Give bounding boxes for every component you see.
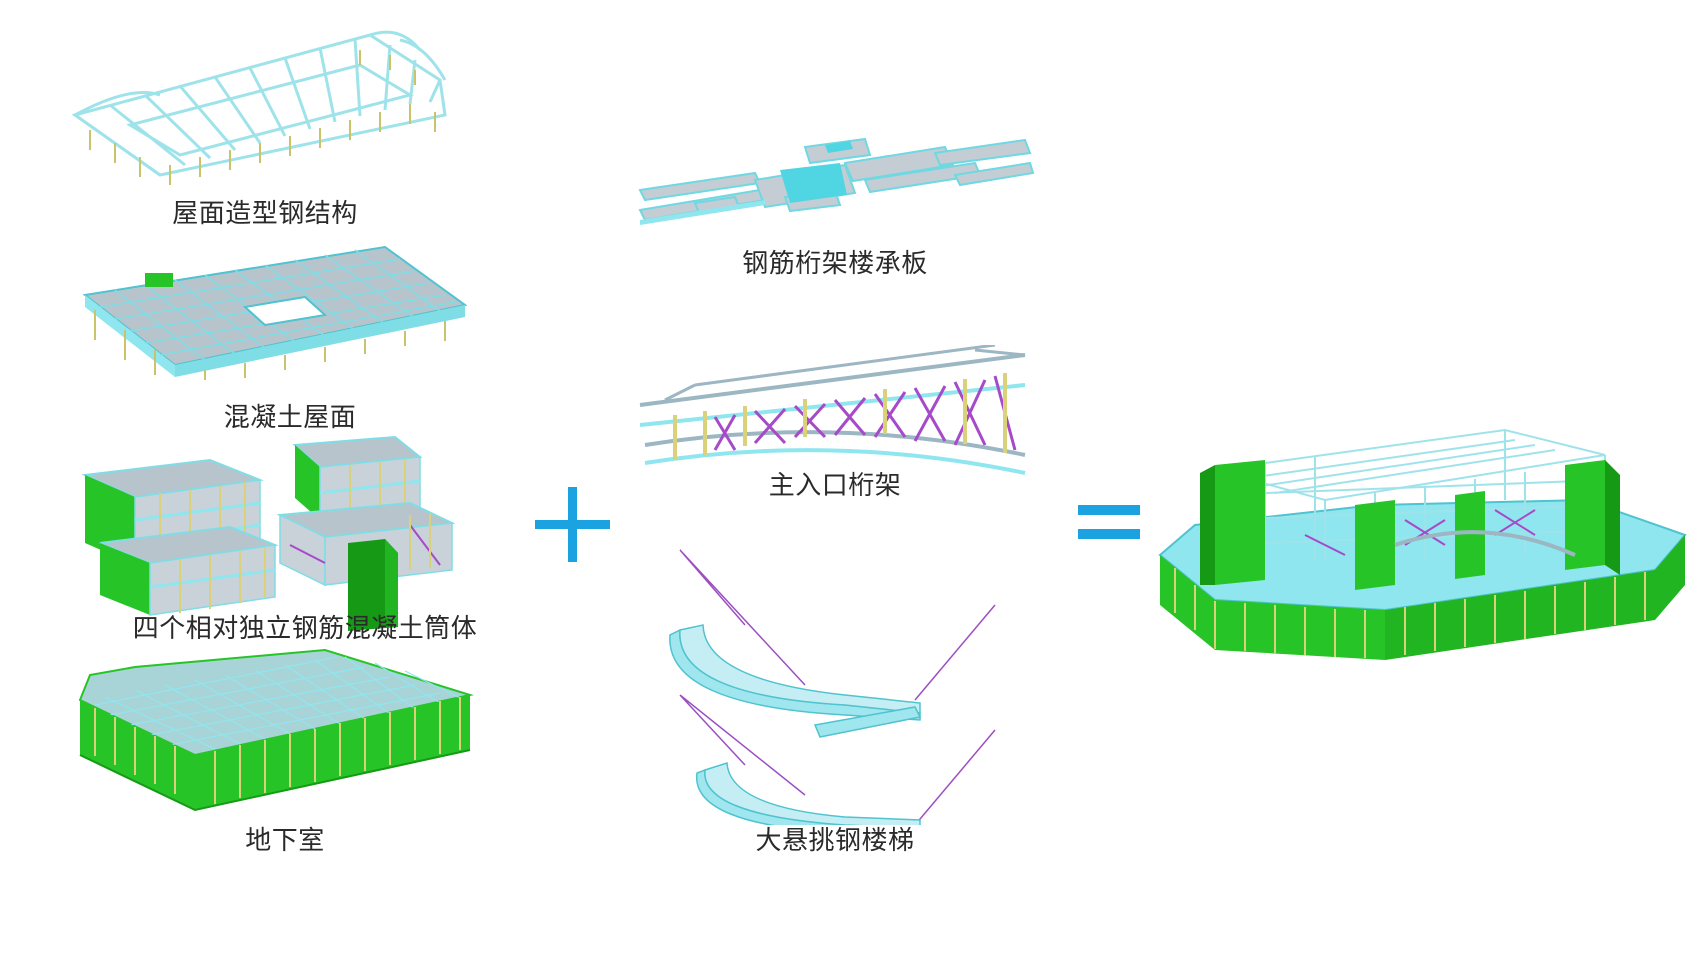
label-concrete-roof: 混凝土屋面 [223, 403, 357, 433]
label-cores: 四个相对独立钢筋混凝土筒体 [132, 614, 478, 644]
steel-truss-deck-model [638, 137, 1035, 225]
equals-icon [1078, 505, 1140, 539]
label-basement: 地下室 [245, 826, 325, 856]
label-deck: 钢筋桁架楼承板 [742, 249, 928, 279]
label-roof-steel: 屋面造型钢结构 [172, 199, 358, 229]
basement-model [78, 648, 474, 812]
main-entrance-truss-model [639, 345, 1026, 475]
plus-icon [535, 487, 610, 562]
complete-building-model [1158, 428, 1687, 660]
label-stair: 大悬挑钢楼梯 [755, 826, 915, 856]
concrete-roof-model [82, 245, 468, 380]
roof-steel-frame-model [71, 30, 447, 185]
label-entrance-truss: 主入口桁架 [768, 471, 902, 501]
cantilever-steel-stair-model [669, 549, 996, 825]
four-core-tubes-model [81, 435, 456, 631]
